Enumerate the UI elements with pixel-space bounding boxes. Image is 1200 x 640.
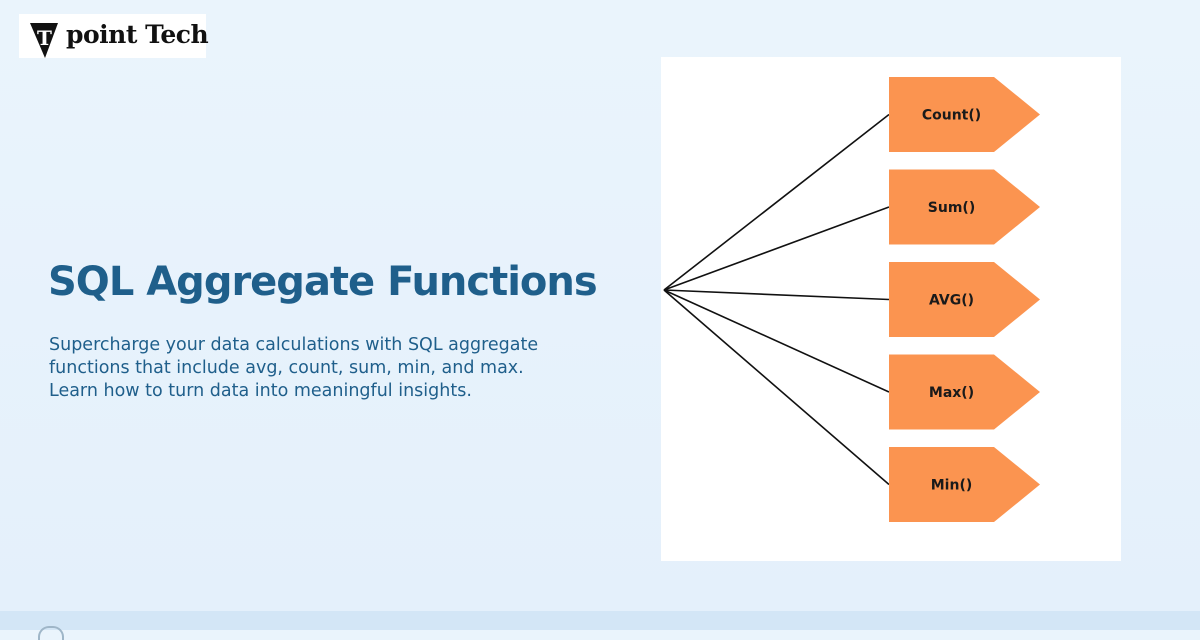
connector-line <box>663 113 890 291</box>
function-node-label: AVG() <box>929 293 974 309</box>
aggregate-functions-diagram: Count() Sum() AVG() Max() Min() <box>661 57 1121 561</box>
function-node <box>889 354 1040 430</box>
function-node-label: Min() <box>931 478 973 494</box>
function-node-label: Count() <box>922 108 981 124</box>
description-line-3: Learn how to turn data into meaningful i… <box>49 381 472 401</box>
function-node <box>889 447 1040 522</box>
logo[interactable]: T point Tech <box>19 14 209 58</box>
bottom-circle-icon <box>38 626 64 640</box>
connector-line <box>663 289 890 393</box>
logo-mark: T <box>30 23 58 58</box>
connector-line <box>663 289 890 486</box>
function-node-label: Sum() <box>928 200 975 216</box>
connector-line <box>663 289 890 301</box>
description-line-1: Supercharge your data calculations with … <box>49 335 539 355</box>
bottom-bar <box>0 611 1200 640</box>
function-node <box>889 77 1040 152</box>
function-node-label: Max() <box>929 385 974 401</box>
diagram-canvas: Count() Sum() AVG() Max() Min() <box>663 77 1040 522</box>
function-node <box>889 262 1040 337</box>
page-title: SQL Aggregate Functions <box>48 259 598 305</box>
logo-triangle-icon <box>30 23 58 58</box>
logo-initial: T <box>37 26 52 50</box>
function-node <box>889 169 1040 245</box>
page-description: Supercharge your data calculations with … <box>49 334 629 403</box>
description-line-2: functions that include avg, count, sum, … <box>49 358 524 378</box>
connector-line <box>663 206 890 291</box>
logo-text: point Tech <box>66 20 209 49</box>
